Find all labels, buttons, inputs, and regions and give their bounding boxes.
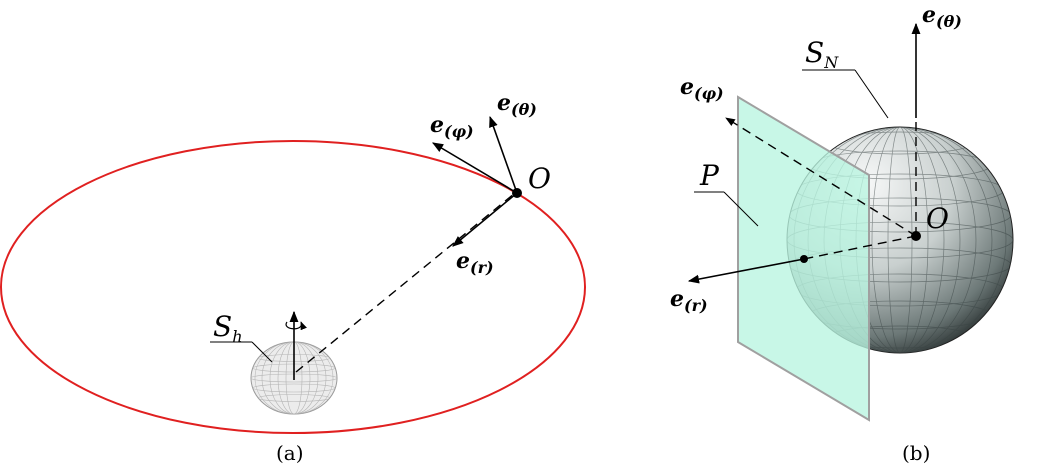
- dashed-phi-line: [725, 117, 917, 237]
- point-o-label: O: [528, 162, 551, 195]
- panel-a: Sh O e(r) e(φ) e(θ) (a): [0, 90, 586, 465]
- e-r-label-b: e(r): [670, 286, 708, 315]
- surface-point: [800, 255, 808, 263]
- panel-b: O e(θ) e(φ) e(r) SN P (b): [670, 2, 1014, 465]
- e-r-arrow-b: [687, 258, 805, 284]
- caption-b: (b): [902, 441, 930, 465]
- dashed-radius-line: [295, 192, 516, 373]
- orbit-ellipse: [0, 140, 586, 434]
- sphere-label: SN: [805, 36, 839, 72]
- e-r-label: e(r): [456, 248, 494, 277]
- e-theta-arrow: [489, 115, 518, 194]
- dashed-r-line: [803, 235, 917, 260]
- point-o-b: [911, 231, 921, 241]
- body-label: Sh: [213, 310, 243, 346]
- e-theta-label: e(θ): [497, 90, 537, 119]
- e-phi-arrow: [432, 142, 518, 194]
- e-r-arrow: [452, 192, 518, 247]
- e-phi-label: e(φ): [430, 112, 474, 141]
- plane-label: P: [699, 159, 720, 192]
- point-o-label-b: O: [926, 202, 949, 235]
- rotation-arc-icon: [285, 321, 307, 331]
- e-theta-label-b: e(θ): [922, 2, 962, 31]
- caption-a: (a): [276, 441, 304, 465]
- e-phi-label-b: e(φ): [680, 74, 724, 103]
